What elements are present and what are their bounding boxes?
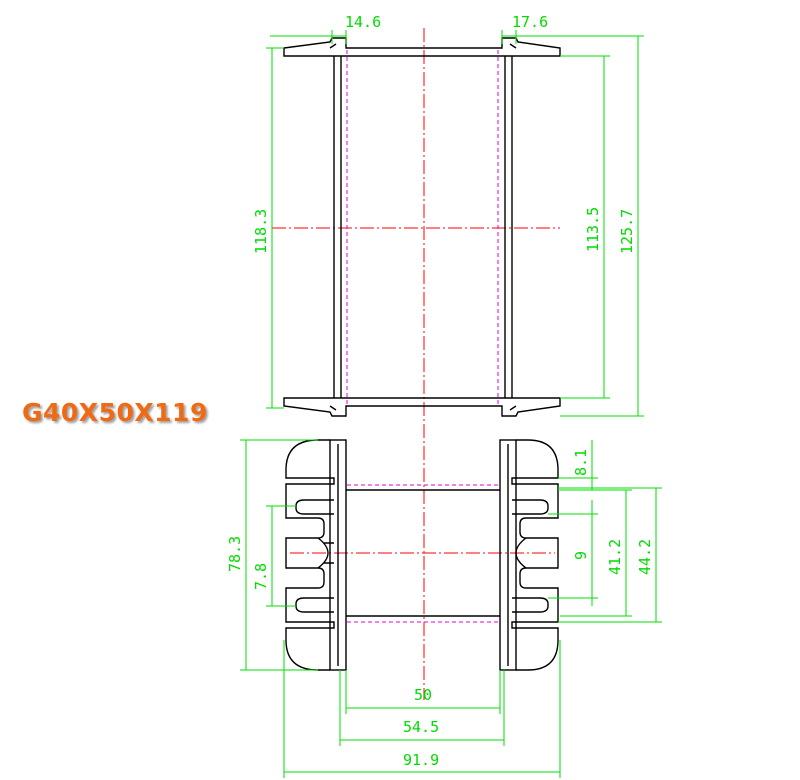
- dim-outer-span: 44.2: [636, 539, 654, 575]
- dim-top-flange-left: 14.6: [345, 13, 381, 31]
- dimensions: 14.6 17.6 118.3 113.5 125.7 78.3 7.8: [226, 13, 662, 778]
- fin-left-slot: [324, 542, 334, 564]
- bottom-flange: [283, 397, 561, 417]
- dim-fin-spacing: 7.8: [252, 563, 270, 590]
- dim-inner-height: 113.5: [584, 207, 602, 252]
- dim-core-width: 50: [414, 686, 432, 704]
- dim-overall-width: 91.9: [403, 751, 439, 769]
- dim-mid-width: 54.5: [403, 718, 439, 736]
- dim-inner-span: 41.2: [606, 539, 624, 575]
- plan-view: [285, 439, 559, 671]
- fin-left-2: [295, 597, 334, 613]
- dim-overall-height: 118.3: [252, 209, 270, 254]
- side-view: [272, 28, 561, 700]
- fin-left-1: [295, 499, 334, 515]
- dim-slot-width: 9: [572, 551, 590, 560]
- top-flange: [283, 37, 561, 57]
- dim-top-flange-right: 17.6: [512, 13, 548, 31]
- bobbin-outline-right: [511, 439, 559, 671]
- bobbin-outline: [285, 439, 335, 671]
- right-pin-wall: [499, 439, 517, 671]
- top-flange-notch: [329, 43, 517, 49]
- fin-right-2: [512, 597, 549, 613]
- dim-base-height: 78.3: [226, 536, 244, 572]
- dim-outer-height: 125.7: [618, 209, 636, 254]
- part-title: G40X50X119: [22, 398, 208, 427]
- dim-top-offset: 8.1: [572, 449, 590, 476]
- bottom-flange-notch: [329, 405, 517, 411]
- fin-right-1: [512, 499, 549, 515]
- left-pin-wall: [329, 439, 347, 671]
